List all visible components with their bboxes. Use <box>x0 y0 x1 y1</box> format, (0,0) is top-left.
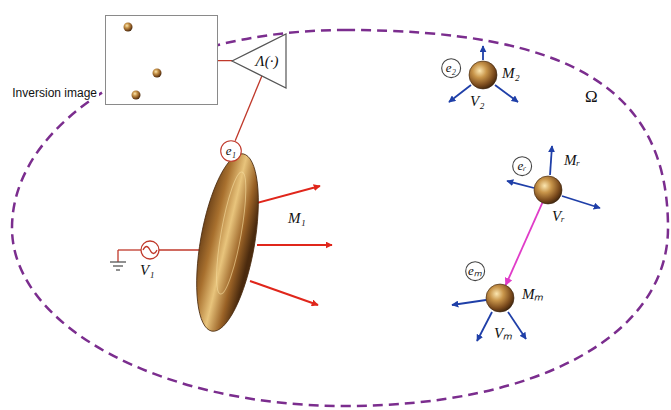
image-frame <box>106 16 218 105</box>
small-conductor-outline <box>486 284 514 312</box>
small-conductor-outline <box>469 61 497 89</box>
image-blob <box>132 91 141 100</box>
wire <box>118 249 141 250</box>
connector <box>235 76 262 141</box>
node-label: Ω <box>585 88 598 107</box>
field-arrow <box>257 244 332 246</box>
node-text: eₘ <box>468 264 482 278</box>
field-arrow <box>482 46 484 60</box>
sphere-body <box>486 284 514 312</box>
field-arrow <box>562 196 600 208</box>
node-label: Mₘ <box>522 286 544 303</box>
large-conductor: M₁ <box>190 150 265 335</box>
voltage-source <box>110 241 203 270</box>
field-arrow <box>495 85 518 102</box>
wire <box>159 249 203 250</box>
sphere-body <box>469 61 497 89</box>
sine-symbol <box>143 247 157 254</box>
amplifier-triangle: Λ(·) <box>232 34 286 88</box>
wire <box>117 250 118 262</box>
tag-circle <box>466 262 485 281</box>
field-arrows <box>449 46 600 341</box>
connector <box>218 60 233 61</box>
electrode-tag: eᵣ <box>512 156 532 176</box>
node-label: Mᵣ <box>564 152 580 169</box>
ellipsoid-body <box>185 149 269 336</box>
electrode-tag: e₂ <box>441 58 461 78</box>
image-blob <box>124 23 133 32</box>
electrode-tag: eₘ <box>465 261 485 281</box>
field-arrow <box>452 300 486 305</box>
sphere-body <box>534 176 562 204</box>
triangle-outline <box>232 34 286 88</box>
small-conductor: M₂ <box>469 61 497 89</box>
node-text: eᵣ <box>518 159 527 173</box>
node-text: e₁ <box>226 144 236 158</box>
ground-symbol <box>110 261 126 262</box>
small-conductor: Mᵣ <box>534 176 562 204</box>
source-circle <box>141 241 159 259</box>
region-boundary <box>12 30 668 406</box>
tag-circle <box>442 59 461 78</box>
ground-symbol <box>116 269 120 270</box>
node-label: M₁ <box>288 210 306 227</box>
electrode-tag: e₁ <box>220 140 242 162</box>
node-label: Inversion image <box>10 87 99 100</box>
small-conductor: Mₘ <box>486 284 514 312</box>
ellipsoid-highlight <box>211 170 252 296</box>
field-arrow <box>449 85 471 102</box>
field-arrow <box>250 281 318 305</box>
field-arrow <box>550 146 552 175</box>
tag-circle <box>513 157 532 176</box>
node-label: M₂ <box>502 65 520 82</box>
signal-label: Vₘ <box>494 325 512 342</box>
signal-label: Vᵣ <box>552 208 565 225</box>
ground-symbol <box>113 265 123 266</box>
tag-circle <box>221 141 242 162</box>
large-conductor-outline <box>190 150 265 335</box>
node-text: Λ(·) <box>256 53 279 70</box>
image-blob <box>153 69 162 78</box>
image-panel-outline <box>105 15 218 105</box>
field-arrow <box>477 312 492 341</box>
small-conductor-outline <box>534 176 562 204</box>
field-arrow <box>507 181 534 188</box>
node-text: e₂ <box>446 61 456 75</box>
image-panel: Inversion image <box>105 15 218 105</box>
signal-label: V₂ <box>470 93 484 110</box>
connector <box>506 203 543 285</box>
field-arrows <box>249 186 332 305</box>
signal-label: V₁ <box>140 262 154 279</box>
field-arrow <box>249 186 320 205</box>
